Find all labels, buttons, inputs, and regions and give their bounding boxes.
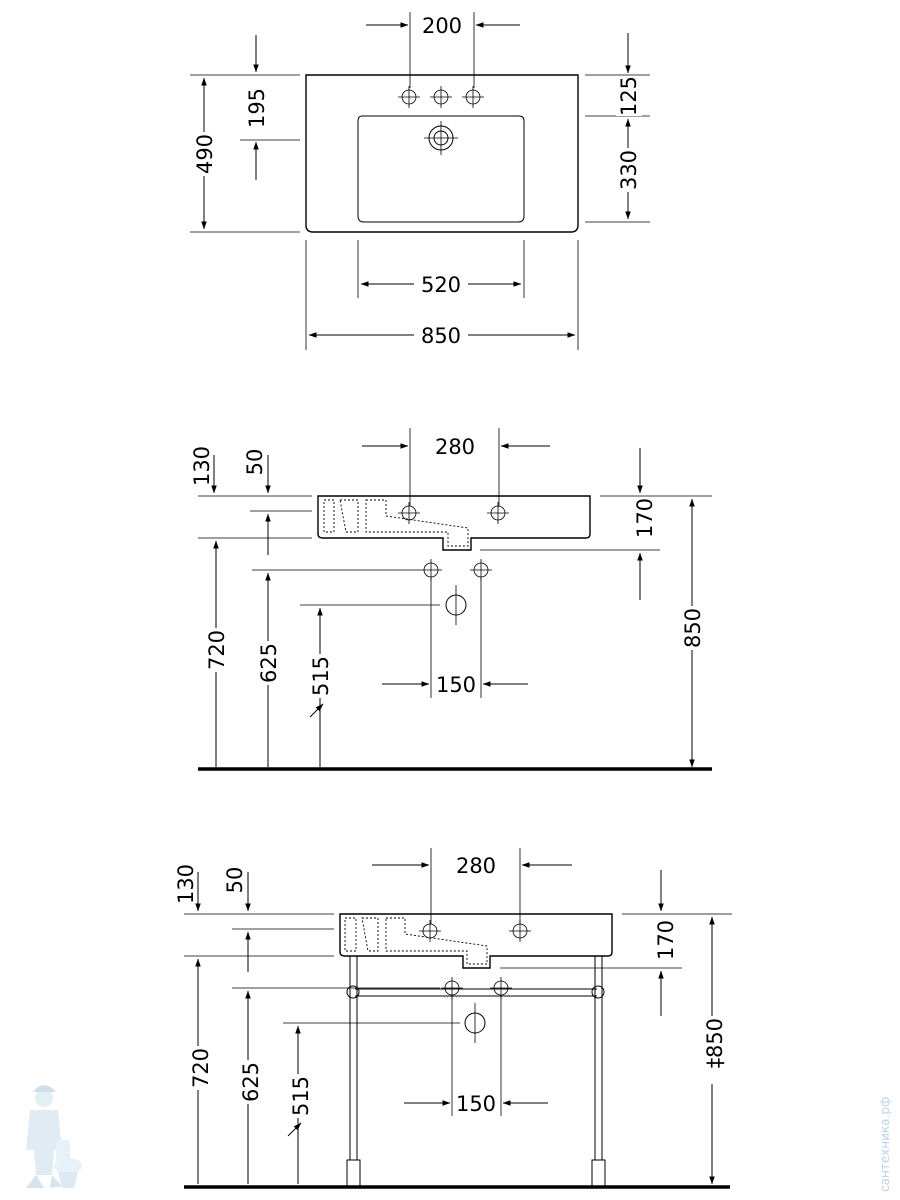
bowl-outline	[357, 115, 525, 223]
basin-outline	[305, 74, 579, 233]
watermark-text: сантехника.рф	[878, 1097, 892, 1192]
tap-hole-left-icon	[397, 85, 421, 109]
basin-console-section-dashed	[344, 917, 488, 965]
console-view: 280 130 50 170 720 625	[174, 848, 732, 1189]
tap-hole-right-icon	[486, 501, 510, 525]
basin-console-outline	[339, 913, 613, 969]
tap-hole-left-icon	[397, 501, 421, 525]
dim-total-height-side: 850	[681, 608, 705, 648]
dim-back-to-bowl: 125	[617, 76, 641, 116]
side-view: 280 130 50 170 720 625	[190, 428, 712, 771]
dim-height-720-side: 720	[205, 630, 229, 670]
water-supply-left-icon	[419, 558, 443, 582]
tap-hole-right-icon	[461, 85, 485, 109]
dim-tap-spacing-side: 280	[435, 435, 475, 459]
top-view: 200 490 195 125 330	[190, 12, 650, 350]
dim-width: 850	[421, 324, 461, 348]
dim-front-to-holes: 195	[245, 88, 269, 128]
tap-hole-center-icon	[429, 85, 453, 109]
arrow-pointer-icon	[309, 703, 324, 718]
dim-depth: 490	[193, 134, 217, 174]
dim-total-height-prefix: ‡	[703, 1058, 727, 1069]
dim-height-720-console: 720	[189, 1048, 213, 1088]
basin-side-outline	[317, 495, 591, 551]
arrow-pointer-icon	[287, 1122, 302, 1137]
dim-bowl-width: 520	[421, 273, 461, 297]
dim-thickness-side: 170	[633, 498, 657, 538]
dim-tap-spacing-console: 280	[456, 854, 496, 878]
dim-rim-130-console: 130	[174, 864, 198, 904]
dim-total-height-console: 850	[703, 1018, 727, 1058]
dim-bowl-depth: 330	[617, 150, 641, 190]
water-supply-right-icon	[469, 558, 493, 582]
dim-rim-130-side: 130	[190, 446, 214, 486]
dim-rim-50-side: 50	[243, 449, 267, 476]
drain-icon	[424, 121, 458, 155]
waste-outlet-icon	[464, 1003, 486, 1043]
dim-height-625-side: 625	[257, 643, 281, 683]
dim-rim-50-console: 50	[223, 867, 247, 894]
dim-drain-spacing-console: 150	[456, 1092, 496, 1116]
dim-drain-spacing-side: 150	[436, 673, 476, 697]
basin-section-dashed	[323, 499, 469, 547]
dim-height-515-console: 515	[289, 1076, 313, 1116]
plumber-mascot-icon	[26, 1085, 82, 1188]
dim-height-515-side: 515	[309, 656, 333, 696]
dim-tap-spacing-top: 200	[422, 14, 462, 38]
dim-height-625-console: 625	[239, 1062, 263, 1102]
console-frame	[346, 956, 606, 1187]
dim-thickness-console: 170	[654, 920, 678, 960]
waste-outlet-icon	[445, 585, 467, 625]
